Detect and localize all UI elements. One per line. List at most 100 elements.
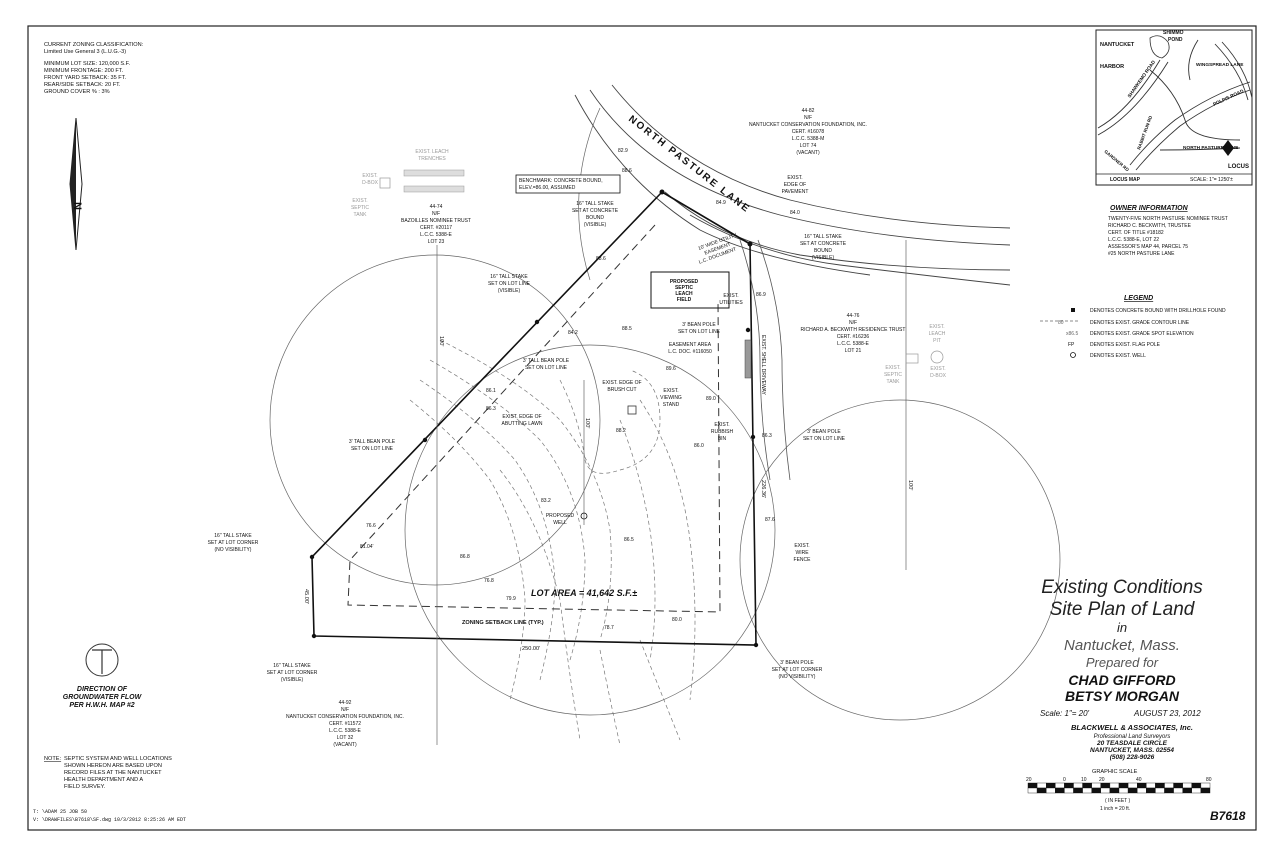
scale-cell [1200,782,1211,789]
callout-text: 3' TALL BEAN POLE [349,439,396,445]
benchmark-box [515,174,621,194]
note-line: FIELD SURVEY. [64,784,106,790]
file-info: T: \ADAM 25 JOB 50 [33,809,87,815]
callout-text: (VISIBLE) [584,222,607,228]
spot-elevation: 80.0 [672,617,682,623]
title-block: Existing Conditions Site Plan of Land in… [1041,577,1203,704]
scale-cell [1082,782,1092,789]
easement-hatch [744,339,752,379]
legend-item: DENOTES EXIST. GRADE CONTOUR LINE [1090,320,1190,326]
abutter-line: NANTUCKET CONSERVATION FOUNDATION, INC. [749,122,867,128]
street-lines [574,84,1011,286]
callout-text: TANK [354,212,368,218]
abutter-44-82: 44-82 N/F NANTUCKET CONSERVATION FOUNDAT… [749,108,867,156]
callout-text: SET AT LOT CORNER [267,670,318,676]
groundwater-label: PER H.W.H. MAP #2 [69,702,134,709]
abutter-line: N/F [849,320,857,326]
locus-label: HARBOR [1100,64,1124,70]
owner-info: OWNER INFORMATION TWENTY-FIVE NORTH PAST… [1108,205,1228,257]
callout-text: SEPTIC [884,372,902,378]
callout-text: 16" TALL STAKE [214,533,252,539]
firm-address: NANTUCKET, MASS. 02554 [1090,747,1174,754]
locus-label: WINGSPREAD LANE [1196,62,1244,68]
north-arrow-icon: N [69,117,83,251]
callout-text: EXIST. [929,324,944,330]
callout-text: EXIST. LEACH [415,149,449,155]
scale-cell [1055,782,1065,789]
callout-text: PROPOSED [546,513,575,519]
spot-elevation: 84.2 [568,330,578,336]
callout-text: (VISIBLE) [498,288,521,294]
abutter-line: (VACANT) [333,742,357,748]
firm-sub: Professional Land Surveyors [1094,734,1171,740]
zoning-block: CURRENT ZONING CLASSIFICATION: Limited U… [44,42,144,95]
pole-marker [750,434,756,440]
leach-pit-icon [930,350,944,364]
callout-text: EXIST. [663,388,678,394]
callout-text: 16" TALL STAKE [576,201,614,207]
locus-label: LOCUS [1228,164,1249,170]
abutter-line: L.C.C. 5388-M [792,136,825,142]
title-line: Site Plan of Land [1050,599,1196,620]
scale-cell [1036,782,1047,789]
scale-cell [1173,782,1183,789]
callout-text: 3' TALL BEAN POLE [523,358,570,364]
scale-unit: ( IN FEET ) [1105,798,1131,804]
callout-text: EXIST. EDGE OF [502,414,541,420]
callouts: 16" TALL STAKE SET AT CONCRETE BOUND (VI… [208,149,947,683]
legend-symbol: FP [1068,342,1075,348]
bound-marker [659,189,665,195]
legend-item: DENOTES EXIST. GRADE SPOT ELEVATION [1090,331,1194,337]
note-label: NOTE: [44,756,62,762]
pole-marker [745,327,751,333]
well-icon [1070,352,1076,358]
dimension-label: 100' [584,418,590,428]
abutter-line: CERT. #11572 [329,721,361,727]
groundwater-label: GROUNDWATER FLOW [63,694,143,701]
scale-cell [1100,782,1111,789]
callout-text: SET AT LOT CORNER [772,667,823,673]
zoning-line: REAR/SIDE SETBACK: 20 FT. [44,82,121,88]
callout-text: LEACH [675,291,693,297]
callout-text: D-BOX [930,373,947,379]
owner-line: RICHARD C. BECKWITH, TRUSTEE [1108,223,1192,229]
abutter-44-74: 44-74 N/F BAZOILLES NOMINEE TRUST CERT. … [401,204,471,245]
callout-text: BIN [718,436,727,442]
spot-elevation: 88.6 [596,256,606,262]
scale-cell [1146,782,1156,789]
stake-marker [311,633,317,639]
callout-text: BRUSH CUT [607,387,636,393]
title-line: Prepared for [1086,655,1159,670]
spot-elevation: 84.0 [790,210,800,216]
callout-text: TANK [887,379,901,385]
scale-cell [1082,787,1092,794]
title-line: in [1117,620,1127,635]
abutter-line: (VACANT) [796,150,820,156]
locus-label: SHIMMO [1163,30,1184,36]
dimension-label: 100' [907,480,913,490]
callout-text: SET AT CONCRETE [800,241,847,247]
scale-cell [1127,782,1138,789]
driveway [739,239,791,481]
scale-label: Scale: 1"= 20' [1040,709,1090,718]
benchmark-text: ELEV.=86.00, ASSUMED [519,185,576,191]
lot-area-label: LOT AREA = 41,642 S.F.± [531,588,637,598]
reference-lines [436,240,907,745]
zoning-line: FRONT YARD SETBACK: 35 FT. [44,75,127,81]
callout-text: SET AT CONCRETE [572,208,619,214]
callout-text: RUBBISH [711,429,734,435]
dimension-label: 250.00' [522,646,540,652]
owner-line: L.C.C. 5388-E, LOT 22 [1108,237,1159,243]
scale-tick: 20 [1099,777,1105,783]
viewing-stand-icon [627,405,637,415]
lot-markers [309,189,759,648]
client-name: BETSY MORGAN [1065,688,1180,704]
callout-text: 3' BEAN POLE [807,429,841,435]
dimension-label: 81.04' [360,544,374,550]
scale-cell [1027,782,1038,789]
spot-elevation: 88.2 [616,428,626,434]
benchmark-text: BENCHMARK: CONCRETE BOUND, [519,178,603,184]
radius-circles [269,107,1061,721]
scale-cell [1200,787,1211,794]
spot-elevation: 86.3 [762,433,772,439]
